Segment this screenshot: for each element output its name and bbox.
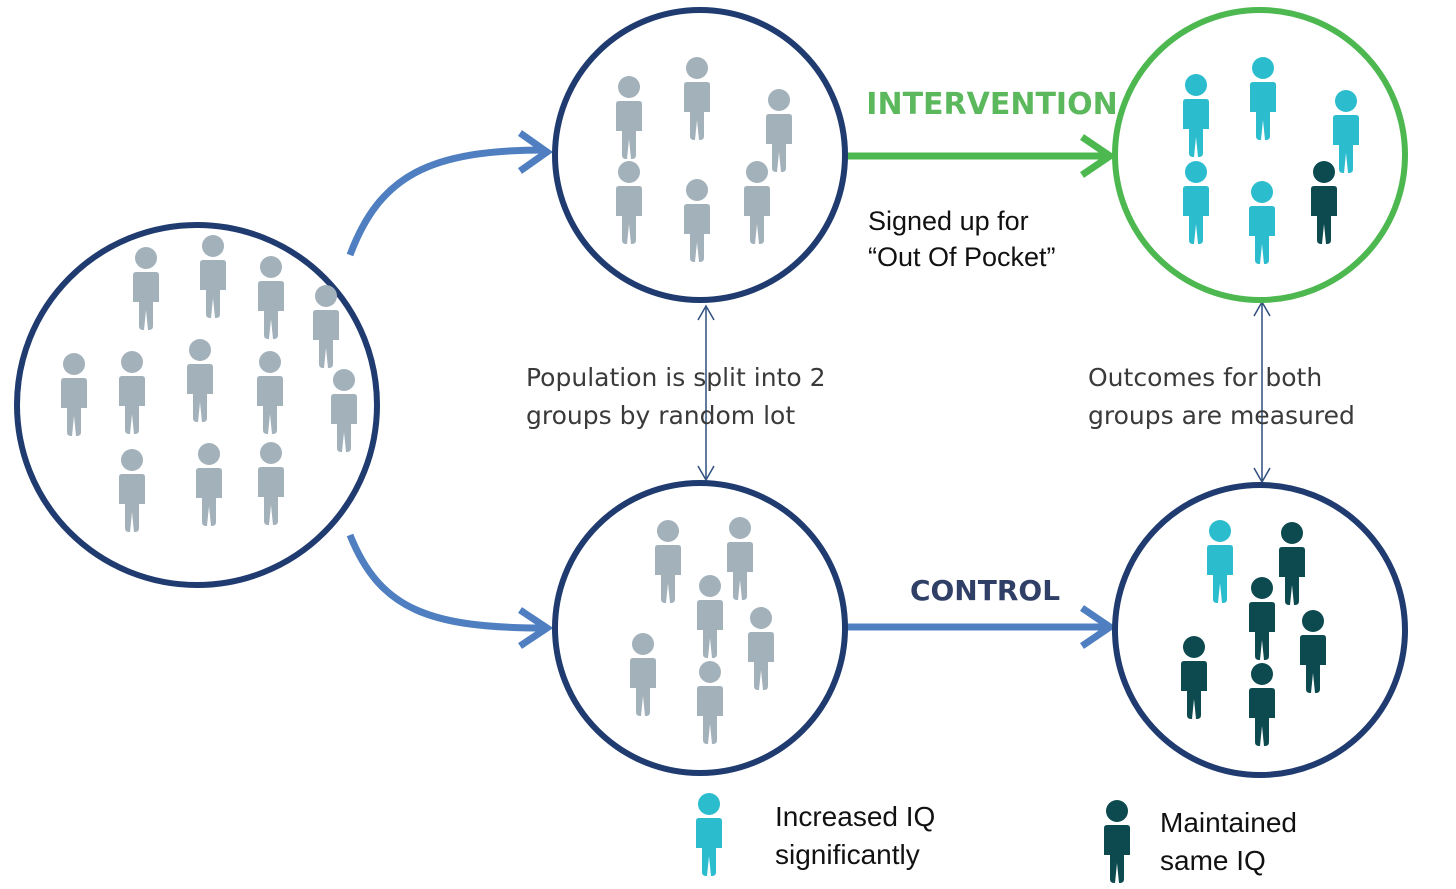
person-icon xyxy=(119,449,145,532)
person-icon xyxy=(257,351,283,434)
split-arrow-bottom xyxy=(346,533,546,632)
person-icon xyxy=(727,517,753,600)
person-increased-icon xyxy=(696,793,722,876)
person-increased-icon xyxy=(1183,74,1209,157)
person-maintained-icon xyxy=(1300,610,1326,693)
population-people xyxy=(61,235,357,532)
intervention-arrowhead xyxy=(1080,134,1117,178)
control-label: CONTROL xyxy=(910,574,1060,607)
intervention-outcome-people xyxy=(1183,57,1359,264)
person-icon xyxy=(119,351,145,434)
person-icon xyxy=(258,442,284,525)
outcomes-text-line2: groups are measured xyxy=(1088,401,1355,430)
signed-up-line1: Signed up for xyxy=(868,206,1029,236)
person-maintained-icon xyxy=(1104,800,1130,883)
split-arrow-top xyxy=(346,146,546,257)
person-icon xyxy=(313,285,339,368)
control-outcome-people xyxy=(1181,520,1326,746)
person-increased-icon xyxy=(1250,57,1276,140)
legend-increased-line2: significantly xyxy=(775,839,920,870)
person-icon xyxy=(766,89,792,172)
person-maintained-icon xyxy=(1181,636,1207,719)
split-text-line2: groups by random lot xyxy=(526,401,795,430)
split-double-arrow xyxy=(697,304,715,482)
person-increased-icon xyxy=(1183,161,1209,244)
person-increased-icon xyxy=(1207,520,1233,603)
legend-maintained-line2: same IQ xyxy=(1160,845,1266,876)
legend-maintained-line1: Maintained xyxy=(1160,807,1297,838)
person-icon xyxy=(258,256,284,339)
split-text-line1: Population is split into 2 xyxy=(526,363,826,392)
person-maintained-icon xyxy=(1311,161,1337,244)
person-increased-icon xyxy=(1333,90,1359,173)
person-icon xyxy=(200,235,226,318)
intervention-label: INTERVENTION xyxy=(866,87,1117,122)
person-icon xyxy=(616,76,642,159)
person-icon xyxy=(331,369,357,452)
person-maintained-icon xyxy=(1279,522,1305,605)
intervention-group-people xyxy=(616,57,792,262)
person-icon xyxy=(187,339,213,422)
split-arrowhead-top xyxy=(517,130,554,174)
legend-increased-line1: Increased IQ xyxy=(775,801,935,832)
person-icon xyxy=(655,520,681,603)
person-icon xyxy=(684,57,710,140)
person-icon xyxy=(697,661,723,744)
control-group-people xyxy=(630,517,774,744)
person-maintained-icon xyxy=(1249,577,1275,660)
person-icon xyxy=(616,161,642,244)
person-increased-icon xyxy=(1249,181,1275,264)
person-icon xyxy=(630,633,656,716)
person-icon xyxy=(684,179,710,262)
legend-icons xyxy=(696,793,1130,883)
person-maintained-icon xyxy=(1249,663,1275,746)
person-icon xyxy=(133,247,159,330)
measure-double-arrow xyxy=(1253,300,1271,484)
person-icon xyxy=(744,161,770,244)
person-icon xyxy=(697,575,723,658)
split-arrowhead-bottom xyxy=(518,607,554,649)
outcomes-text-line1: Outcomes for both xyxy=(1088,363,1322,392)
control-arrowhead xyxy=(1080,605,1117,649)
person-icon xyxy=(61,353,87,436)
person-icon xyxy=(196,443,222,526)
signed-up-line2: “Out Of Pocket” xyxy=(868,242,1056,272)
person-icon xyxy=(748,607,774,690)
